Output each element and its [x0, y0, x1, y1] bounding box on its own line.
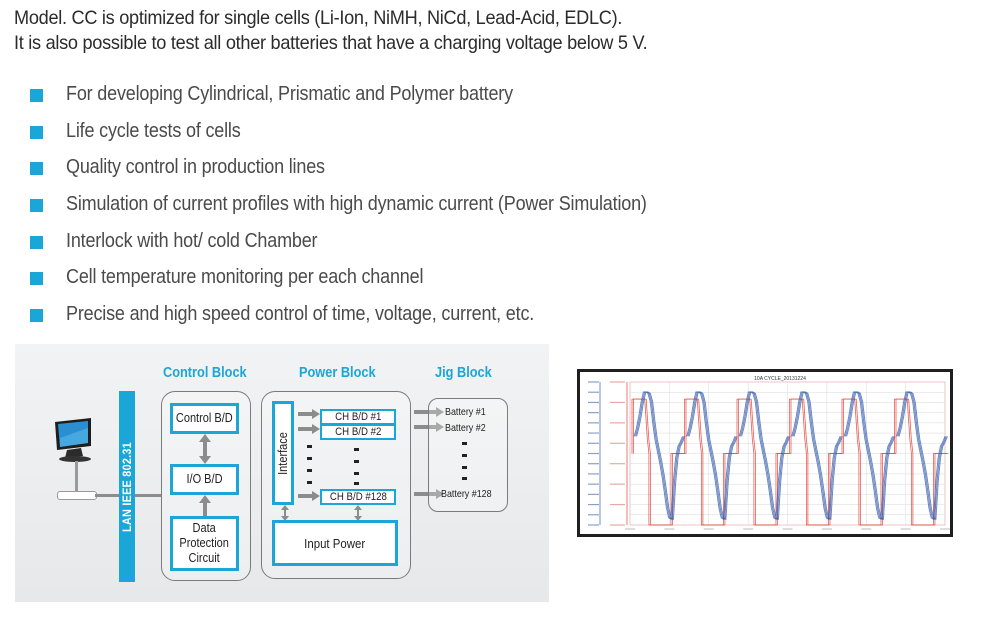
voltage-series-line [687, 391, 737, 521]
pc-monitor-icon [55, 418, 91, 495]
voltage-series-line [843, 391, 893, 521]
interface-box: Interface [272, 401, 294, 505]
bidirectional-arrow-icon [281, 505, 289, 521]
right-arrow-icon [298, 491, 320, 501]
power-block-title: Power Block [299, 365, 376, 381]
voltage-series-line [738, 391, 788, 521]
square-bullet-icon [30, 235, 43, 249]
cycle-test-chart: 10A CYCLE_20131224 [577, 369, 953, 537]
voltage-series-line [898, 391, 948, 521]
intro-text: Model. CC is optimized for single cells … [14, 6, 648, 56]
control-bd-box: Control B/D [170, 403, 239, 434]
voltage-series-line [844, 391, 895, 521]
voltage-series-line [791, 391, 841, 521]
intro-line-1: Model. CC is optimized for single cells … [14, 7, 623, 29]
voltage-series-line [792, 391, 842, 521]
battery-128-label: Battery #128 [441, 488, 492, 500]
right-arrow-icon [414, 407, 444, 417]
voltage-series-line [739, 391, 790, 521]
current-series-line [685, 398, 739, 526]
up-arrow-icon [199, 495, 211, 517]
current-series-line [633, 398, 686, 526]
voltage-series-line [634, 391, 685, 521]
current-series-line [790, 398, 844, 526]
ch-bd-1-box: CH B/D #1 [320, 409, 396, 425]
ellipsis-dash [307, 457, 312, 460]
battery-2-label: Battery #2 [445, 422, 486, 434]
current-series-line [895, 398, 949, 526]
square-bullet-icon [30, 199, 43, 213]
square-bullet-icon [30, 272, 43, 286]
voltage-series-line [633, 391, 683, 521]
io-bd-box: I/O B/D [170, 464, 239, 495]
ellipsis-dash [354, 472, 359, 475]
intro-line-2: It is also possible to test all other ba… [14, 32, 648, 54]
ellipsis-dash [307, 445, 312, 448]
chart-title: 10A CYCLE_20131224 [754, 376, 806, 382]
square-bullet-icon [30, 89, 43, 102]
battery-1-label: Battery #1 [445, 406, 486, 418]
ch-bd-2-box: CH B/D #2 [320, 424, 396, 440]
voltage-series-line [688, 391, 738, 521]
ellipsis-dash [462, 454, 467, 457]
current-series-line [843, 398, 896, 526]
right-arrow-icon [414, 489, 444, 499]
jig-block [428, 398, 508, 512]
square-bullet-icon [30, 162, 43, 176]
ellipsis-dash [307, 469, 312, 472]
bidirectional-arrow-icon [354, 505, 362, 521]
voltage-series-line [846, 391, 896, 521]
ch-bd-128-box: CH B/D #128 [320, 489, 396, 505]
right-arrow-icon [298, 424, 320, 434]
ellipsis-dash [462, 477, 467, 480]
voltage-series-line [896, 391, 946, 521]
ellipsis-dash [307, 481, 312, 484]
ellipsis-dash [354, 482, 359, 485]
bidirectional-arrow-icon [199, 434, 211, 464]
right-arrow-icon [298, 409, 320, 419]
ellipsis-dash [354, 448, 359, 451]
chart-canvas: 10A CYCLE_20131224 [588, 376, 950, 530]
ellipsis-dash [462, 442, 467, 445]
jig-block-title: Jig Block [435, 365, 492, 381]
data-protection-box: Data Protection Circuit [170, 516, 239, 571]
network-hub-icon [57, 491, 97, 500]
system-block-diagram: LAN IEEE 802.31 Control Block Control B/… [15, 344, 549, 602]
voltage-series-line [897, 391, 947, 521]
right-arrow-icon [414, 422, 444, 432]
square-bullet-icon [30, 309, 43, 323]
voltage-series-line [686, 391, 736, 521]
voltage-series-line [636, 391, 686, 521]
ellipsis-dash [462, 466, 467, 469]
lan-bus: LAN IEEE 802.31 [119, 391, 135, 582]
voltage-series-line [793, 391, 843, 521]
ellipsis-dash [354, 460, 359, 463]
voltage-series-line [741, 391, 791, 521]
current-series-line [738, 398, 791, 526]
control-block-title: Control Block [163, 365, 247, 381]
square-bullet-icon [30, 125, 43, 139]
input-power-box: Input Power [272, 520, 398, 566]
